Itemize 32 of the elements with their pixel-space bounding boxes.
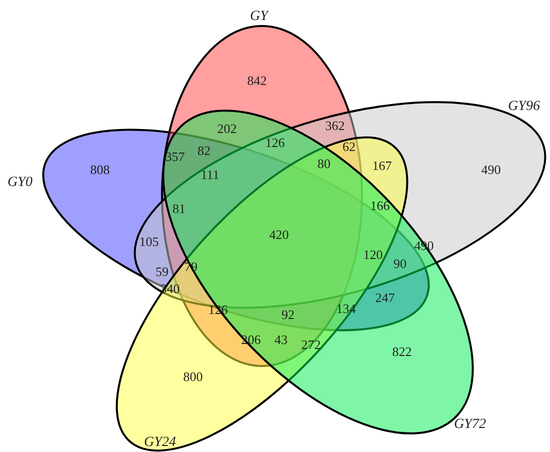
region-count: 43 — [274, 332, 288, 347]
region-count: 79 — [184, 259, 198, 274]
region-count: 62 — [342, 139, 356, 154]
region-count: 167 — [372, 158, 392, 173]
region-count: 105 — [139, 234, 159, 249]
region-count: 362 — [325, 118, 345, 133]
region-count: 90 — [394, 256, 406, 271]
region-count: 81 — [172, 201, 186, 216]
region-count: 80 — [318, 156, 330, 171]
region-count: 126 — [265, 135, 285, 150]
set-name: GY24 — [144, 435, 176, 450]
region-count: 420 — [269, 227, 289, 242]
region-count: 134 — [336, 301, 356, 316]
set-name: GY72 — [454, 417, 486, 432]
region-count: 822 — [392, 344, 412, 359]
region-count: 202 — [217, 121, 237, 136]
region-count: 800 — [183, 369, 203, 384]
region-count: 92 — [282, 307, 294, 322]
region-count: 59 — [156, 264, 168, 279]
region-count: 272 — [301, 337, 321, 352]
region-count: 82 — [198, 143, 210, 158]
set-name: GY — [250, 9, 268, 24]
region-count: 357 — [165, 149, 185, 164]
set-name: GY0 — [8, 175, 32, 190]
region-count: 166 — [370, 198, 390, 213]
region-count: 490 — [481, 162, 501, 177]
region-count: 247 — [375, 290, 395, 305]
region-count: 808 — [90, 162, 110, 177]
set-name: GY96 — [508, 99, 540, 114]
region-count: 111 — [200, 167, 220, 182]
region-count: 120 — [363, 247, 383, 262]
region-count: 842 — [247, 73, 267, 88]
